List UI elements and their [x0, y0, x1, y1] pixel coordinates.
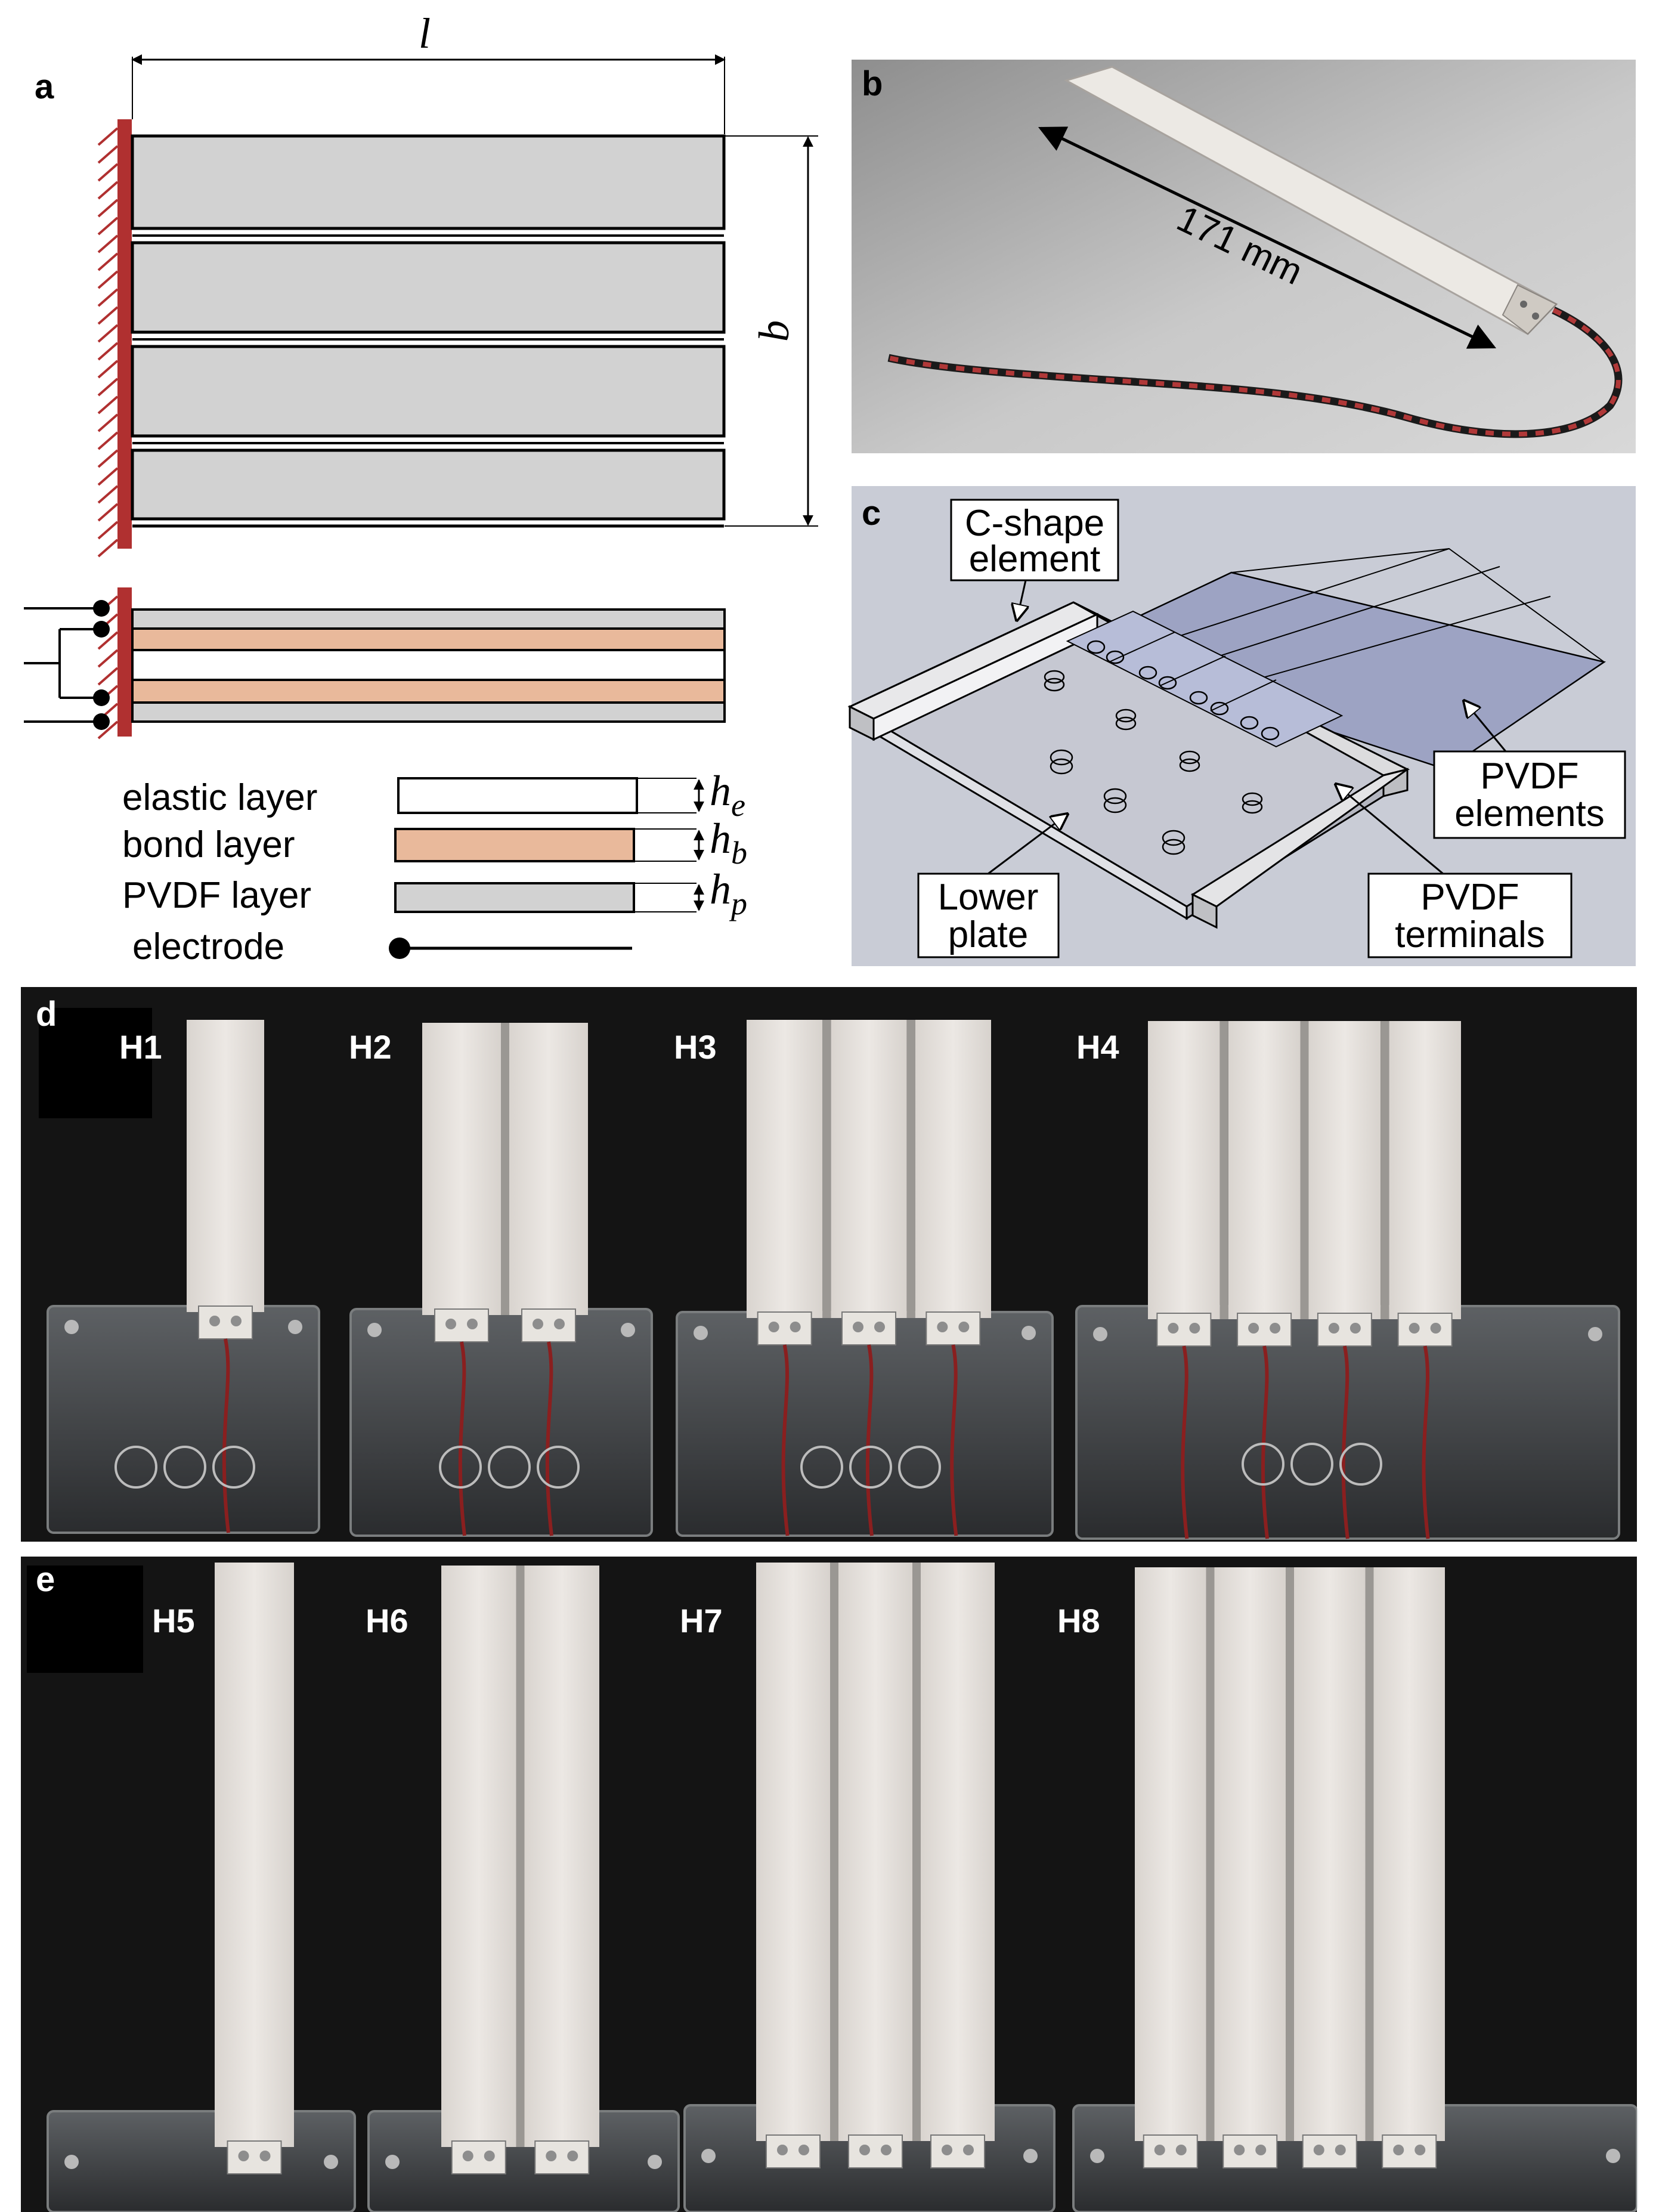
- width-label: b: [750, 320, 798, 342]
- panel-b: b 171 mm: [852, 60, 1636, 453]
- layer-legend: elastic layer he bond layer hb PVDF laye…: [122, 767, 747, 967]
- harvester-h4-label: H4: [1076, 1028, 1119, 1066]
- harvester-h3-strip-2: [831, 1020, 907, 1318]
- sample-terminal: [1502, 284, 1558, 335]
- harvester-h4-strip-3: [1308, 1021, 1381, 1319]
- pvdf-strip-1: [131, 134, 726, 230]
- harvesters-d: [47, 1020, 1620, 1540]
- harvester-h4: [1075, 1021, 1620, 1540]
- fixed-support-top: [97, 119, 132, 558]
- pvdf-strip-4: [131, 448, 726, 521]
- harvester-h7-strip-2: [838, 1563, 912, 2141]
- harvester-h8: [1072, 1567, 1638, 2212]
- harvester-h4-strip-1: [1148, 1021, 1220, 1319]
- harvester-h5-label: H5: [152, 1602, 195, 1639]
- legend-elastic-label: elastic layer: [122, 777, 317, 818]
- svg-text:C-shape: C-shape: [965, 503, 1104, 544]
- harvester-h8-strip-4: [1373, 1567, 1445, 2141]
- cad-label-c-shape: C-shape element: [950, 499, 1119, 620]
- panel-d-letter: d: [36, 995, 57, 1034]
- svg-text:PVDF: PVDF: [1480, 756, 1578, 797]
- cross-section: [24, 587, 726, 740]
- cad-label-pvdf-terminals: PVDF terminals: [1336, 784, 1573, 958]
- svg-text:terminals: terminals: [1395, 914, 1545, 955]
- panel-c-letter: c: [862, 494, 881, 533]
- cad-label-pvdf-elements: PVDF elements: [1433, 701, 1626, 839]
- harvester-h8-strip-3: [1294, 1567, 1366, 2141]
- harvester-h2: [349, 1023, 653, 1537]
- svg-text:Lower: Lower: [938, 877, 1039, 918]
- panel-a: a l b: [24, 10, 818, 967]
- legend-bond-label: bond layer: [122, 824, 295, 865]
- length-label: l: [419, 10, 431, 57]
- harvester-h1: [47, 1020, 320, 1534]
- legend-electrode-label: electrode: [132, 926, 284, 967]
- pvdf-strip-2: [131, 241, 726, 334]
- harvester-h8-strip-1: [1135, 1567, 1206, 2141]
- panel-a-letter: a: [35, 67, 54, 106]
- legend-hp: hp: [710, 865, 747, 921]
- harvester-h8-strip-2: [1214, 1567, 1286, 2141]
- harvester-h7: [683, 1563, 1055, 2212]
- legend-he: he: [710, 767, 745, 823]
- harvester-h6-label: H6: [366, 1602, 408, 1639]
- harvester-h3-strip-3: [915, 1020, 991, 1318]
- cad-label-lower-plate: Lower plate: [917, 814, 1067, 958]
- panel-b-letter: b: [862, 64, 883, 103]
- harvester-h2-label: H2: [349, 1028, 392, 1066]
- cad-terminals: [1066, 610, 1344, 748]
- harvester-h8-label: H8: [1057, 1602, 1100, 1639]
- panel-e: e H5 H6 H7 H8: [21, 1557, 1638, 2212]
- svg-text:plate: plate: [948, 914, 1028, 955]
- harvester-h5: [47, 1563, 356, 2212]
- svg-text:elements: elements: [1454, 793, 1605, 834]
- harvester-h4-strip-4: [1389, 1021, 1461, 1319]
- harvester-h4-strip-2: [1228, 1021, 1301, 1319]
- measure-arrow: [1038, 126, 1497, 349]
- harvester-h7-strip-1: [756, 1563, 830, 2141]
- harvester-h6-strip-2: [524, 1566, 599, 2147]
- width-dimension: b: [725, 135, 818, 527]
- harvesters-e: [47, 1563, 1638, 2212]
- panel-d: d H1 H2 H3 H4: [21, 987, 1637, 1542]
- harvester-h3-strip-1: [747, 1020, 823, 1318]
- harvester-h1-strip-1: [187, 1020, 264, 1312]
- harvester-h2-strip-2: [509, 1023, 588, 1315]
- length-dimension: l: [131, 10, 726, 134]
- harvester-h1-label: H1: [119, 1028, 162, 1066]
- pvdf-strip-3: [131, 345, 726, 438]
- harvester-h7-strip-3: [921, 1563, 995, 2141]
- harvester-h3-label: H3: [674, 1028, 717, 1066]
- legend-bond-swatch: [394, 828, 635, 862]
- cad-terminal-holes: [1044, 640, 1280, 855]
- panel-c: c: [847, 486, 1636, 966]
- harvester-h7-label: H7: [680, 1602, 723, 1639]
- cad-c-shape-element: [847, 601, 1410, 929]
- legend-hb: hb: [710, 815, 747, 871]
- harvester-h6: [367, 1566, 680, 2212]
- harvester-h5-strip-1: [215, 1563, 294, 2147]
- legend-elastic-swatch: [397, 777, 638, 814]
- harvester-h6-strip-1: [441, 1566, 516, 2147]
- svg-text:PVDF: PVDF: [1420, 877, 1519, 918]
- legend-pvdf-label: PVDF layer: [122, 875, 311, 916]
- svg-text:element: element: [969, 539, 1101, 580]
- legend-pvdf-swatch: [394, 882, 635, 913]
- plan-view: [131, 134, 726, 528]
- harvester-h3: [676, 1020, 1054, 1537]
- panel-e-letter: e: [36, 1560, 55, 1599]
- harvester-h2-strip-1: [422, 1023, 501, 1315]
